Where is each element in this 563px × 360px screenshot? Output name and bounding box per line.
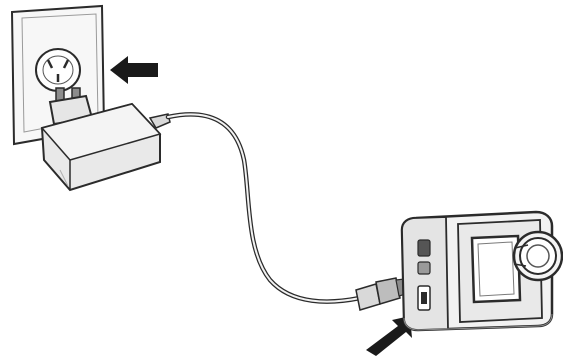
camera-device bbox=[402, 212, 562, 330]
charging-cable bbox=[168, 114, 360, 301]
side-port-top bbox=[418, 240, 430, 256]
usb-plug bbox=[356, 278, 406, 310]
arrow-toward-outlet bbox=[110, 56, 158, 84]
power-adapter bbox=[42, 88, 170, 190]
lens bbox=[514, 232, 562, 280]
